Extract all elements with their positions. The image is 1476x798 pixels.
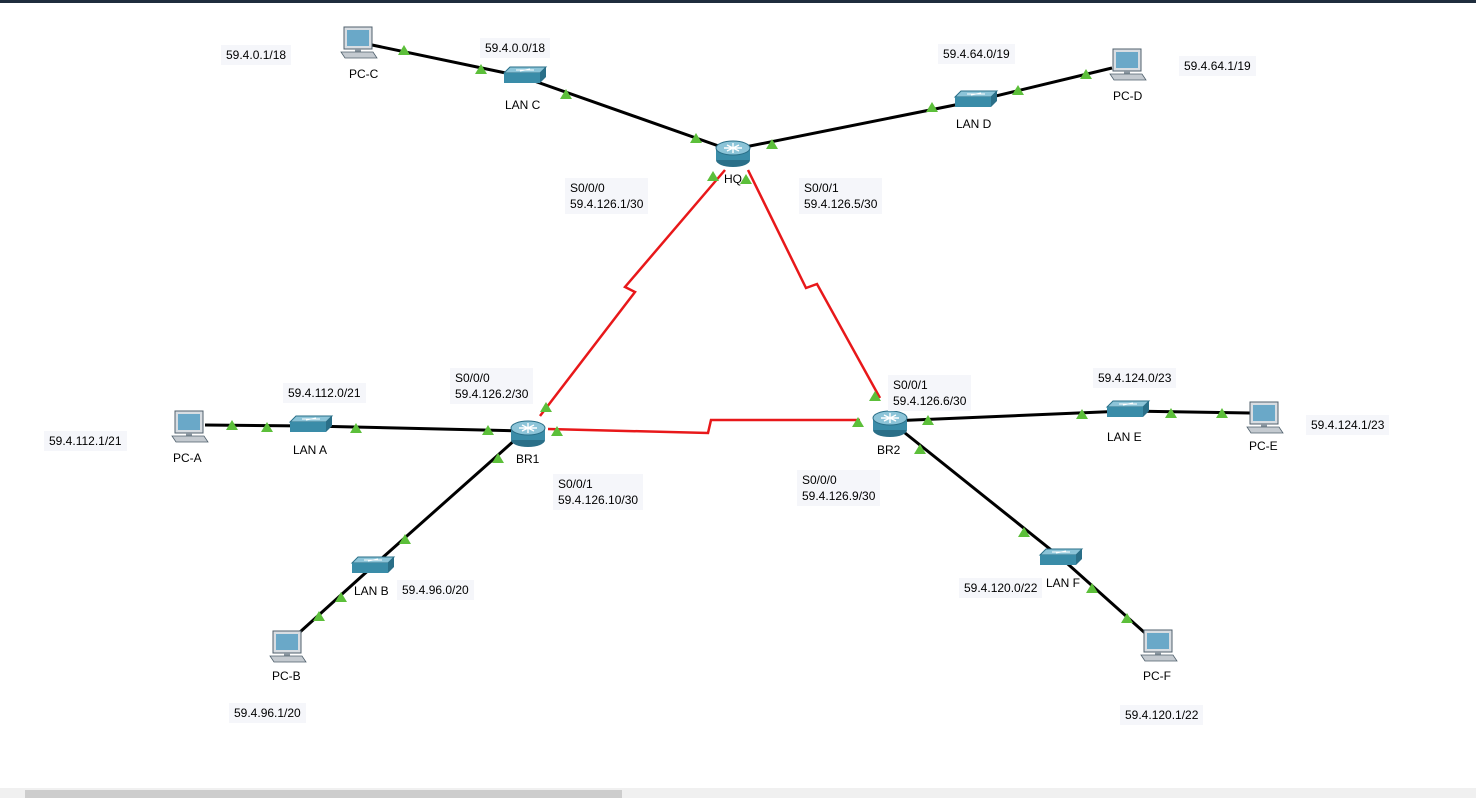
- note-lan-c-network[interactable]: 59.4.0.0/18: [480, 38, 551, 58]
- note-hq-s000[interactable]: S0/0/0 59.4.126.1/30: [565, 178, 649, 214]
- note-lan-b-network[interactable]: 59.4.96.0/20: [397, 580, 474, 600]
- device-label-br2: BR2: [877, 443, 901, 457]
- horizontal-scrollbar[interactable]: [0, 788, 1476, 798]
- router-br2-icon[interactable]: [872, 410, 908, 438]
- note-pc-c-ip[interactable]: 59.4.0.1/18: [221, 45, 292, 65]
- note-lan-d-network[interactable]: 59.4.64.0/19: [938, 44, 1015, 64]
- device-label-pc-f: PC-F: [1143, 669, 1171, 683]
- horizontal-scrollbar-thumb[interactable]: [25, 790, 622, 798]
- link-lan-b-pc-b[interactable]: [298, 565, 374, 634]
- link-status-indicators: [226, 45, 1228, 623]
- note-pc-d-ip[interactable]: 59.4.64.1/19: [1179, 56, 1256, 76]
- note-pc-b-ip[interactable]: 59.4.96.1/20: [229, 703, 306, 723]
- router-br1-icon[interactable]: [510, 420, 546, 448]
- device-label-br1: BR1: [516, 452, 540, 466]
- note-br2-s001[interactable]: S0/0/1 59.4.126.6/30: [888, 375, 972, 411]
- serial-link-hq-br1[interactable]: [539, 169, 726, 417]
- window-top-border: [0, 0, 1476, 3]
- device-label-lan-e: LAN E: [1107, 430, 1142, 444]
- note-br1-s000[interactable]: S0/0/0 59.4.126.2/30: [450, 368, 534, 404]
- note-lan-a-network[interactable]: 59.4.112.0/21: [283, 383, 366, 403]
- device-label-hq: HQ: [724, 172, 742, 186]
- link-lan-a-br1[interactable]: [309, 424, 526, 433]
- note-lan-f-network[interactable]: 59.4.120.0/22: [959, 578, 1043, 598]
- pc-a-icon[interactable]: [171, 410, 209, 443]
- device-label-pc-d: PC-D: [1113, 89, 1143, 103]
- device-label-lan-b: LAN B: [354, 584, 389, 598]
- pc-f-icon[interactable]: [1140, 629, 1178, 662]
- link-hq-lan-d[interactable]: [729, 99, 976, 152]
- note-br1-s001[interactable]: S0/0/1 59.4.126.10/30: [553, 474, 644, 510]
- pc-d-icon[interactable]: [1109, 48, 1147, 81]
- device-label-lan-a: LAN A: [293, 443, 328, 457]
- device-label-pc-e: PC-E: [1249, 439, 1278, 453]
- serial-links: [539, 169, 882, 435]
- serial-link-hq-br2[interactable]: [746, 169, 882, 399]
- switch-lan-d-icon[interactable]: [954, 90, 998, 108]
- switch-lan-f-icon[interactable]: [1039, 548, 1083, 566]
- device-label-lan-d: LAN D: [956, 117, 992, 131]
- link-br1-lan-b[interactable]: [371, 429, 526, 569]
- pc-e-icon[interactable]: [1246, 401, 1284, 434]
- switch-lan-a-icon[interactable]: [289, 415, 333, 433]
- link-br2-lan-f[interactable]: [889, 419, 1061, 559]
- pc-b-icon[interactable]: [269, 630, 307, 663]
- note-br2-s000[interactable]: S0/0/0 59.4.126.9/30: [797, 470, 881, 506]
- switch-lan-c-icon[interactable]: [503, 66, 547, 84]
- router-hq-icon[interactable]: [715, 140, 751, 168]
- pc-c-icon[interactable]: [340, 26, 378, 59]
- device-label-pc-a: PC-A: [173, 451, 202, 465]
- device-label-lan-c: LAN C: [505, 98, 541, 112]
- device-label-lan-f: LAN F: [1046, 576, 1081, 590]
- ethernet-links: [204, 43, 1251, 635]
- switch-lan-e-icon[interactable]: [1106, 400, 1150, 418]
- note-pc-f-ip[interactable]: 59.4.120.1/22: [1120, 705, 1204, 725]
- switch-lan-b-icon[interactable]: [351, 556, 395, 574]
- link-br2-lan-e[interactable]: [889, 409, 1126, 423]
- note-hq-s001[interactable]: S0/0/1 59.4.126.5/30: [799, 178, 883, 214]
- note-lan-e-network[interactable]: 59.4.124.0/23: [1093, 368, 1177, 388]
- device-label-pc-b: PC-B: [272, 669, 301, 683]
- serial-link-br1-br2[interactable]: [547, 418, 860, 435]
- link-pc-c-lan-c[interactable]: [371, 43, 521, 78]
- note-pc-a-ip[interactable]: 59.4.112.1/21: [44, 431, 127, 451]
- link-lan-d-pc-d[interactable]: [974, 66, 1113, 103]
- note-pc-e-ip[interactable]: 59.4.124.1/23: [1306, 415, 1390, 435]
- link-lan-f-pc-f[interactable]: [1059, 555, 1146, 635]
- device-label-pc-c: PC-C: [349, 67, 379, 81]
